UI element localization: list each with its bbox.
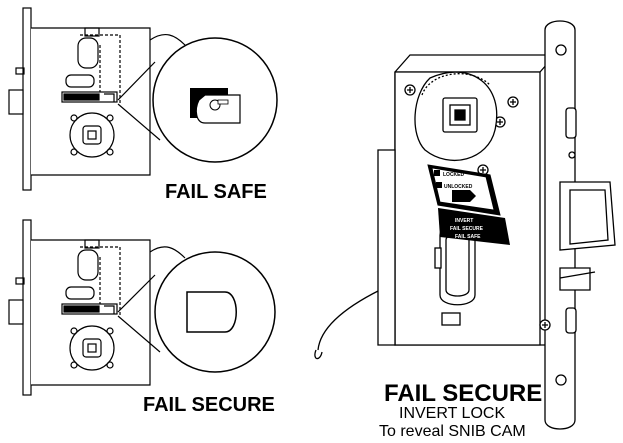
plate-text-locked: LOCKED	[443, 172, 465, 178]
fail-safe-caption: FAIL SAFE	[165, 181, 267, 203]
reveal-snib-cam-instruction: To reveal SNIB CAM	[379, 423, 526, 440]
mortise-lock-body	[314, 20, 616, 430]
fail-secure-detail-magnifier	[154, 251, 276, 373]
fail-secure-caption-right: FAIL SECURE	[384, 380, 543, 407]
fail-safe-lock-body	[8, 7, 186, 191]
fail-secure-lock-body	[8, 219, 186, 396]
fail-safe-detail-magnifier	[152, 37, 278, 163]
plate-text-fail-safe: FAIL SAFE	[455, 234, 481, 240]
fail-secure-caption-left: FAIL SECURE	[143, 394, 275, 416]
plate-text-unlocked: UNLOCKED	[444, 184, 473, 190]
invert-label-plate: INVERT FAIL SECURE FAIL SAFE	[438, 208, 510, 245]
invert-lock-instruction: INVERT LOCK	[399, 405, 506, 422]
plate-text-fail-secure: FAIL SECURE	[450, 226, 484, 232]
plate-text-invert: INVERT	[455, 218, 473, 224]
snib-label-plate: LOCKED UNLOCKED	[427, 164, 501, 216]
